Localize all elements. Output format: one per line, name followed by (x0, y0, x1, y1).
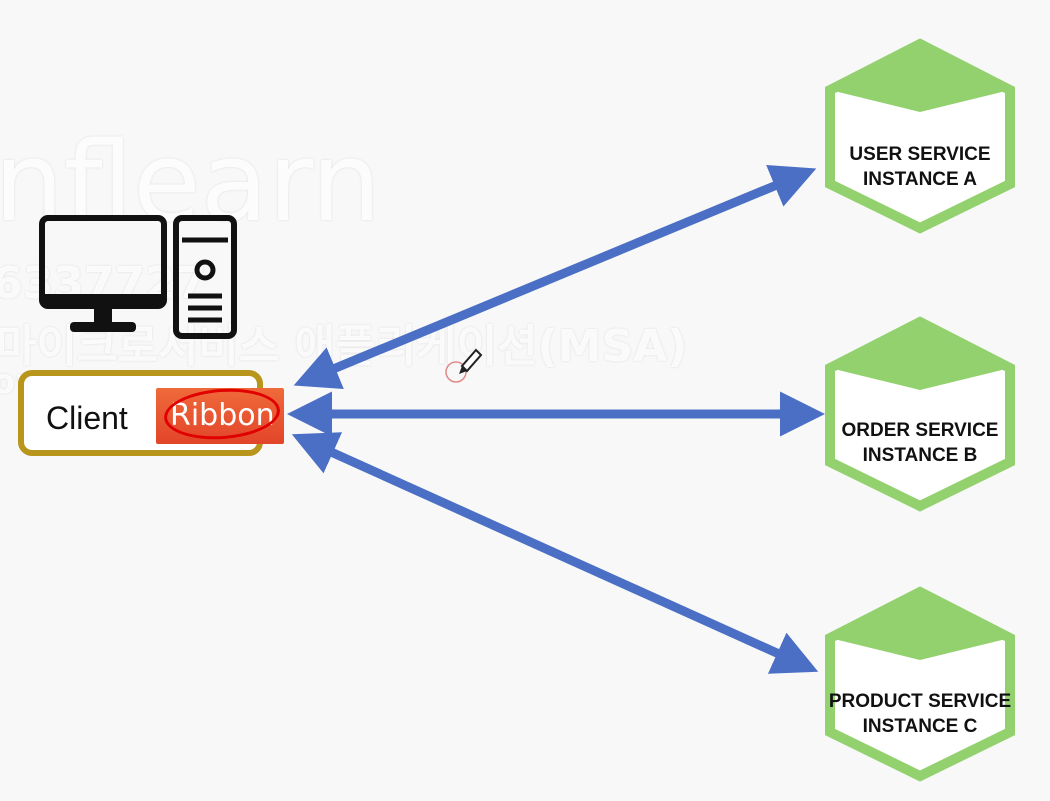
desktop-computer-icon (39, 215, 237, 339)
product-service-instance: INSTANCE C (862, 716, 978, 737)
arrow-to-product-service (291, 432, 819, 674)
annotation-circle (162, 385, 282, 443)
user-service-title: USER SERVICE (849, 144, 991, 165)
client-box: Client Ribbon (18, 370, 284, 456)
arrow-to-user-service (293, 165, 817, 389)
product-service-hexagon (825, 586, 1015, 782)
ribbon-badge: Ribbon (156, 385, 284, 444)
product-service-label: PRODUCT SERVICE INSTANCE C (820, 689, 1020, 739)
ribbon-label: Ribbon (170, 398, 275, 433)
order-service-title: ORDER SERVICE (841, 420, 999, 441)
client-label: Client (46, 400, 128, 436)
order-service-instance: INSTANCE B (862, 445, 978, 466)
product-service-title: PRODUCT SERVICE (828, 691, 1012, 712)
pencil-cursor-icon (445, 348, 483, 383)
user-service-instance: INSTANCE A (863, 169, 977, 190)
order-service-hexagon (825, 316, 1015, 512)
order-service-label: ORDER SERVICE INSTANCE B (820, 418, 1020, 468)
user-service-hexagon (825, 38, 1015, 234)
user-service-label: USER SERVICE INSTANCE A (820, 142, 1020, 192)
